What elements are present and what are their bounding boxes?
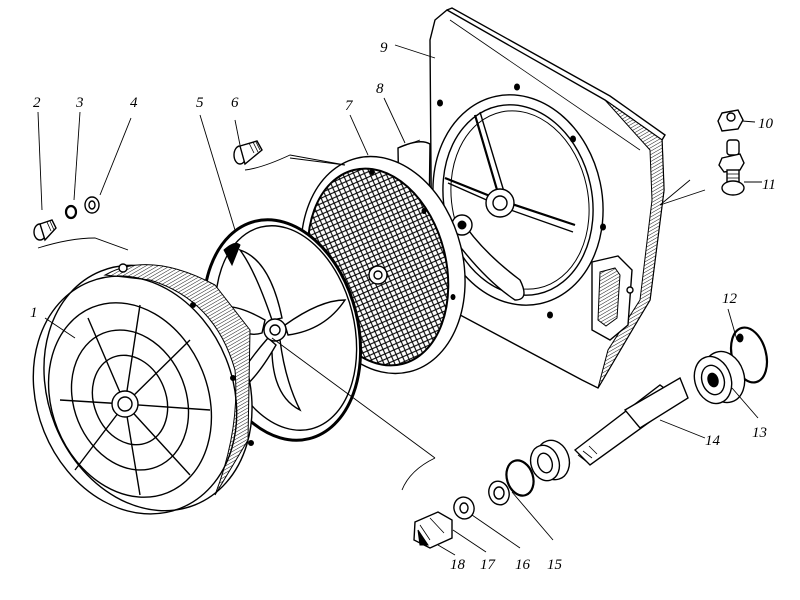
callout-3: 3 <box>75 95 84 111</box>
retaining-ring-15 <box>488 459 535 506</box>
callout-7: 7 <box>345 98 354 114</box>
callout-18: 18 <box>450 557 466 573</box>
callout-13: 13 <box>752 425 767 441</box>
callout-labels: 1 2 3 4 5 6 7 8 9 10 11 12 13 14 15 16 1… <box>30 40 776 573</box>
callout-12: 12 <box>722 291 738 307</box>
assembly-axis-lines <box>37 139 706 491</box>
grille-spokes <box>59 304 211 496</box>
callout-1: 1 <box>30 305 38 321</box>
nut-10 <box>717 109 744 132</box>
housing <box>422 7 666 389</box>
callout-14: 14 <box>705 433 721 449</box>
bearing-13 <box>693 350 746 405</box>
callout-9: 9 <box>380 40 388 56</box>
callout-8: 8 <box>376 81 384 97</box>
callout-10: 10 <box>758 116 774 132</box>
washer-16 <box>453 496 475 520</box>
shaft-14 <box>573 376 689 466</box>
callout-6: 6 <box>231 95 239 111</box>
callout-5: 5 <box>196 95 204 111</box>
spring-washer-3 <box>64 204 78 220</box>
bolt-11 <box>718 139 745 196</box>
callout-15: 15 <box>547 557 563 573</box>
screw-6 <box>233 140 263 166</box>
flat-washer-4 <box>84 196 100 214</box>
callout-16: 16 <box>515 557 531 573</box>
leader-lines <box>37 44 762 556</box>
bearing-15 <box>529 439 571 482</box>
fan-cover-grille <box>32 263 254 515</box>
nut-18 <box>413 511 453 549</box>
screw-2 <box>33 219 57 242</box>
callout-11: 11 <box>762 177 776 193</box>
callout-17: 17 <box>480 557 497 573</box>
callout-4: 4 <box>130 95 138 111</box>
callout-2: 2 <box>33 95 41 111</box>
